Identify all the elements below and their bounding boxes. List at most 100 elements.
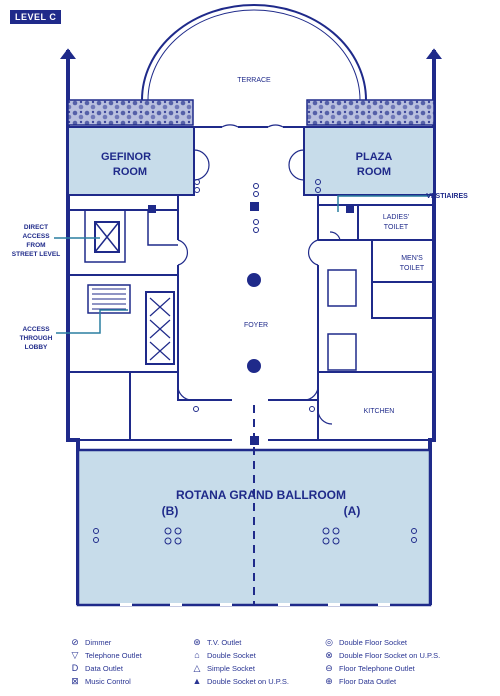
vestiaires-leader: [337, 195, 430, 212]
terrace-label: TERRACE: [237, 77, 271, 84]
floor-socket-icon: [315, 187, 321, 193]
legend-label: Data Outlet: [85, 663, 123, 673]
store-1: [327, 269, 357, 307]
floor-socket-icon: [411, 537, 417, 543]
kitchen-label: KITCHEN: [364, 408, 395, 415]
ballroom-label: ROTANA GRAND BALLROOM: [176, 488, 346, 502]
wall-cap-right: [426, 48, 442, 59]
direct-access-label-2: ACCESS: [22, 233, 50, 240]
legend-label: Floor Telephone Outlet: [339, 663, 415, 673]
floor-telephone-outlet-icon: ⊖: [325, 662, 333, 673]
floor-socket-icon: [194, 179, 200, 185]
telephone-outlet-icon: ▽: [71, 649, 79, 660]
legend-item: ▲ Double Socket on U.P.S.: [192, 675, 324, 687]
foyer-bottom-left: [177, 385, 232, 401]
legend-item: ◎ Double Floor Socket: [324, 636, 470, 648]
ladies-toilet-label: LADIES': [383, 214, 409, 221]
legend-item: ⊗ Double Floor Socket on U.P.S.: [324, 649, 470, 661]
column: [250, 436, 259, 445]
floor-socket-icon: [309, 406, 315, 412]
vestiaires-label: VESTIAIRES: [426, 193, 468, 200]
section-a-label: (A): [344, 504, 361, 518]
legend-label: T.V. Outlet: [207, 637, 242, 647]
level-badge: LEVEL C: [10, 10, 62, 24]
legend-item: △ Simple Socket: [192, 662, 324, 674]
service-room: [147, 210, 178, 246]
legend-item: ▽ Telephone Outlet: [70, 649, 192, 661]
floor-socket-icon: [253, 227, 259, 233]
direct-access-label-4: STREET LEVEL: [12, 251, 60, 258]
planter-right: [306, 99, 435, 126]
floor-socket-icon: [193, 406, 199, 412]
wall-cap-left: [60, 48, 76, 59]
floor-socket-icon: [411, 528, 417, 534]
tv-outlet-icon: ⊛: [193, 636, 201, 647]
mens-toilet-label: MEN'S: [401, 255, 423, 262]
legend-label: Double Socket on U.P.S.: [207, 676, 289, 686]
dimmer-icon: ⊘: [71, 636, 79, 647]
floor-socket-icon: [93, 528, 99, 534]
floor-socket-icon: [253, 183, 259, 189]
double-socket-ups-icon: ▲: [192, 675, 202, 686]
music-control-icon: ⊠: [71, 675, 79, 686]
direct-access-label-3: FROM: [26, 242, 45, 249]
access-lobby-label-3: LOBBY: [25, 344, 48, 351]
legend-item: ⊕Floor Data Outlet: [324, 675, 470, 687]
gefinor-label: GEFINOR: [101, 151, 151, 163]
column: [247, 273, 261, 287]
floor-socket-icon: [164, 537, 172, 545]
legend-item: ⊠ Music Control: [70, 675, 192, 687]
right-mid-wall: [371, 282, 434, 319]
stair-core-mid: [87, 284, 131, 314]
ballroom: [76, 448, 432, 607]
vestiaire-wall: [318, 204, 434, 241]
access-lobby-label-2: THROUGH: [20, 335, 53, 342]
access-lobby-leader: [56, 309, 128, 334]
section-b-label: (B): [162, 504, 179, 518]
direct-access-label-1: DIRECT: [24, 224, 48, 231]
simple-socket-icon: △: [193, 662, 201, 673]
floor-socket-icon: [315, 179, 321, 185]
lift-bank: [145, 291, 175, 365]
lift-top: [94, 221, 120, 253]
store-2: [327, 333, 357, 371]
legend-label: Floor Data Outlet: [339, 676, 397, 686]
gefinor-room-label: ROOM: [113, 166, 147, 178]
double-floor-socket-ups-icon: ⊗: [325, 649, 333, 660]
foyer-label: FOYER: [244, 322, 268, 329]
floor-socket-icon: [332, 527, 340, 535]
legend-label: Double Floor Socket: [339, 637, 407, 647]
column: [346, 205, 354, 213]
legend-label: Telephone Outlet: [85, 650, 142, 660]
planter-left: [67, 99, 194, 126]
access-lobby-label-1: ACCESS: [22, 326, 50, 333]
plaza-room-label: ROOM: [357, 166, 391, 178]
ladies-toilet-label-2: TOILET: [384, 224, 409, 231]
legend-label: Music Control: [85, 676, 131, 686]
legend-item: ⊛ T.V. Outlet: [192, 636, 324, 648]
terrace-arc-inner: [147, 9, 361, 101]
floor-socket-icon: [253, 219, 259, 225]
column: [148, 205, 156, 213]
column: [247, 359, 261, 373]
plaza-label: PLAZA: [356, 151, 393, 163]
floor-socket-icon: [253, 191, 259, 197]
legend: ⊘ Dimmer ⊛ T.V. Outlet ◎ Double Floor Socket ▽…: [70, 636, 470, 687]
legend-label: Dimmer: [85, 637, 112, 647]
foyer-bottom-right: [268, 385, 319, 401]
column: [250, 202, 259, 211]
floor-socket-icon: [174, 537, 182, 545]
legend-label: Double Floor Socket on U.P.S.: [339, 650, 441, 660]
floor-socket-icon: [194, 187, 200, 193]
legend-item: ⌂ Double Socket: [192, 649, 324, 661]
floor-socket-icon: [322, 527, 330, 535]
double-socket-icon: ⌂: [194, 649, 200, 660]
legend-label: Simple Socket: [207, 663, 255, 673]
floor-socket-icon: [322, 537, 330, 545]
legend-label: Double Socket: [207, 650, 256, 660]
mens-toilet-label-2: TOILET: [400, 265, 425, 272]
legend-item: ⊘ Dimmer: [70, 636, 192, 648]
double-floor-socket-icon: ◎: [325, 636, 333, 647]
